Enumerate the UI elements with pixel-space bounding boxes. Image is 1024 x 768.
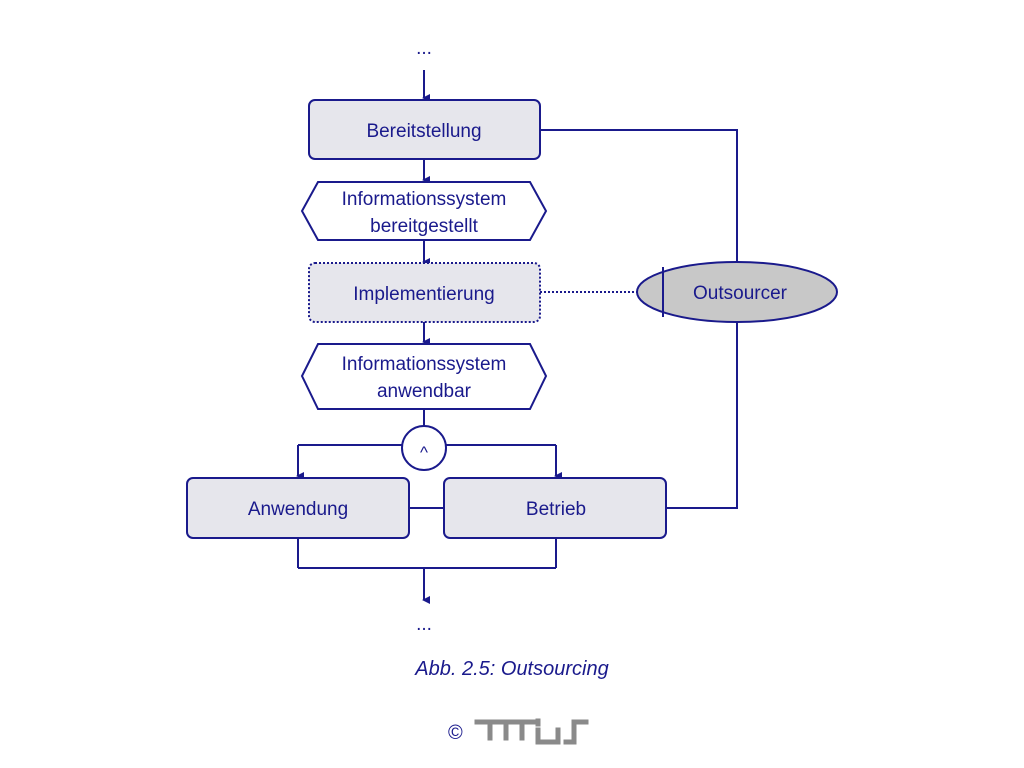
event-anwendbar-line2: anwendbar — [377, 381, 472, 402]
mis-logo — [474, 718, 589, 745]
figure-caption: Abb. 2.5: Outsourcing — [415, 658, 609, 680]
function-betrieb-label: Betrieb — [526, 499, 586, 520]
flow-arrows — [296, 70, 562, 604]
copyright-symbol: © — [448, 722, 463, 744]
event-anwendbar-line1: Informationssystem — [342, 354, 507, 375]
event-bereitgestellt — [300, 181, 548, 241]
org-unit-connections — [540, 129, 738, 509]
function-anwendung — [186, 477, 410, 539]
ellipsis-bottom: ... — [416, 614, 432, 635]
event-bereitgestellt-line2: bereitgestellt — [370, 216, 478, 237]
function-betrieb — [443, 477, 667, 539]
event-bereitgestellt-line1: Informationssystem — [342, 189, 507, 210]
event-anwendbar — [300, 343, 548, 410]
function-bereitstellung — [308, 99, 541, 160]
and-connector-symbol: ^ — [420, 443, 428, 462]
function-implementierung-label: Implementierung — [353, 284, 495, 305]
function-anwendung-label: Anwendung — [248, 499, 348, 520]
function-bereitstellung-label: Bereitstellung — [366, 121, 481, 142]
function-implementierung — [308, 262, 541, 323]
org-unit-outsourcer-label: Outsourcer — [693, 283, 788, 304]
ellipsis-top: ... — [416, 38, 432, 59]
org-unit-outsourcer — [636, 261, 838, 323]
and-connector — [401, 425, 447, 471]
